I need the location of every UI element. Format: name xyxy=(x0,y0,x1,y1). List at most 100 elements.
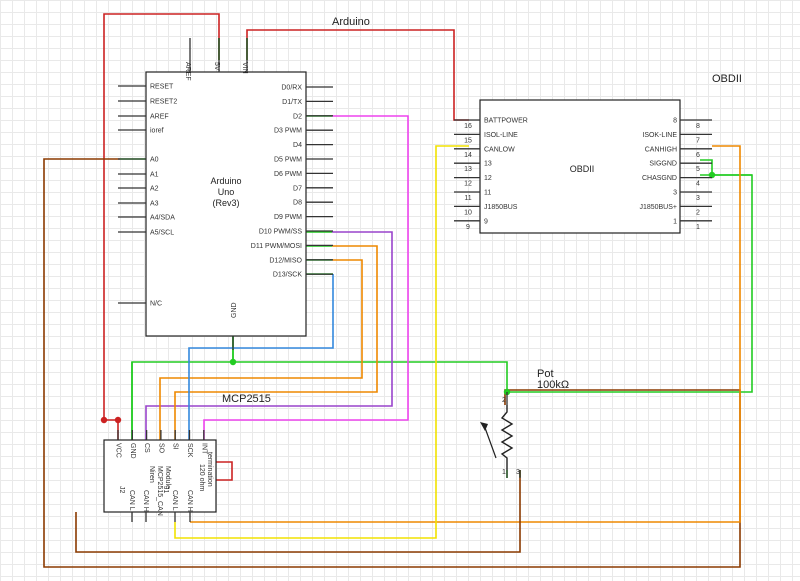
wire-d2-int[interactable] xyxy=(203,115,409,440)
arduino-left-pin-label: A3 xyxy=(150,201,159,208)
arduino-right-pin-label: D11 PWM/MOSI xyxy=(251,243,302,250)
arduino-right-pin-label: D13/SCK xyxy=(273,272,303,279)
pot-title: Pot xyxy=(537,368,554,380)
obd-left-pin-number: 13 xyxy=(464,166,472,173)
junction-dot xyxy=(708,171,716,179)
mcp-body-2: MCP2515_CAN xyxy=(156,466,163,516)
obd-left-pin-number: 14 xyxy=(464,152,472,159)
arduino-right-pin-label: D2 xyxy=(293,113,302,120)
arduino-left-pin-label: A5/SCL xyxy=(150,230,174,237)
wire-canl-canlow[interactable] xyxy=(174,145,469,539)
obd-component[interactable]: 16BATTPOWER15ISOL-LINE14CANLOW1313121211… xyxy=(454,99,712,234)
arduino-right-pin-label: D5 PWM xyxy=(274,157,302,164)
arduino-component[interactable]: RESETRESET2AREFiorefA0A1A2A3A4/SDAA5/SCL… xyxy=(118,38,333,350)
mcp-term-2: termination xyxy=(206,452,213,487)
wire-d12-so[interactable] xyxy=(159,259,363,440)
obd-right-pin-label: SIGGND xyxy=(649,161,677,168)
arduino-right-pin-label: D9 PWM xyxy=(274,214,302,221)
obd-right-pin-number: 3 xyxy=(696,195,700,202)
arduino-title: Arduino xyxy=(332,16,370,28)
arduino-left-pin-label: RESET xyxy=(150,84,174,91)
mcp-bottom-j2: J2 xyxy=(118,486,125,494)
wire-siggnd-chasgnd[interactable] xyxy=(700,159,713,176)
wire-gnd[interactable] xyxy=(131,336,234,440)
obd-right-pin-number: 1 xyxy=(696,224,700,231)
obd-left-pin-number: 16 xyxy=(464,123,472,130)
arduino-left-pin-label: AREF xyxy=(150,114,169,121)
obd-left-pin-number: 9 xyxy=(466,224,470,231)
arduino-right-pin-label: D3 PWM xyxy=(274,128,302,135)
arduino-right-pin-label: D1/TX xyxy=(282,99,302,106)
mcp-title: MCP2515 xyxy=(222,393,271,405)
arduino-right-pin-label: D0/RX xyxy=(281,85,302,92)
arduino-top-pin-5v: 5V xyxy=(213,62,220,71)
wire-d10-cs[interactable] xyxy=(145,231,393,440)
arduino-right-pin-label: D7 xyxy=(293,185,302,192)
wire-5v[interactable] xyxy=(103,13,220,440)
arduino-name-1: Arduino xyxy=(210,176,241,186)
pot-pin-top: 2 xyxy=(502,397,506,404)
mcp-top-pin-label: SCK xyxy=(186,443,193,458)
wire-d11-si[interactable] xyxy=(174,245,378,440)
obd-right-pin-label: 8 xyxy=(673,118,677,125)
obd-right-pin-number: 6 xyxy=(696,152,700,159)
arduino-right-pin-label: D10 PWM/SS xyxy=(259,229,303,236)
arduino-name-2: Uno xyxy=(218,187,235,197)
obd-right-pin-number: 7 xyxy=(696,137,700,144)
pot-pin-left: 1 xyxy=(502,469,506,476)
obd-left-pin-label: 11 xyxy=(484,190,491,197)
obd-left-pin-number: 11 xyxy=(464,195,471,202)
arduino-right-pin-label: D12/MISO xyxy=(269,257,302,264)
obd-right-pin-label: 3 xyxy=(673,190,677,197)
wire-termination-jumper[interactable] xyxy=(210,461,233,481)
mcp-body-3: Module xyxy=(164,466,171,489)
obd-left-pin-label: 13 xyxy=(484,161,492,168)
arduino-left-pin-label: A2 xyxy=(150,186,159,193)
obd-left-pin-label: 9 xyxy=(484,218,488,225)
arduino-left-pin-label: A4/SDA xyxy=(150,215,175,222)
mcp-top-pin-label: INT xyxy=(200,443,207,455)
arduino-top-pin-vin: VIN xyxy=(241,62,248,74)
mcp-bottom-canh: CAN H xyxy=(142,490,149,512)
arduino-left-pin-label: A1 xyxy=(150,172,159,179)
wire-pot-bottom[interactable] xyxy=(75,470,521,553)
mcp-top-pin-label: CS xyxy=(143,443,150,453)
junction-dot xyxy=(114,416,122,424)
obd-left-pin-number: 15 xyxy=(464,137,472,144)
arduino-left-pin-label: N/C xyxy=(150,301,162,308)
obd-right-pin-label: 1 xyxy=(673,218,677,225)
obd-right-pin-label: ISOK-LINE xyxy=(642,132,677,139)
obd-right-pin-label: J1850BUS+ xyxy=(639,204,677,211)
wire-canh-canhigh[interactable] xyxy=(190,145,741,523)
junction-dot xyxy=(229,358,237,366)
obd-right-pins: 887ISOK-LINE6CANHIGH5SIGGND4CHASGND332J1… xyxy=(639,118,712,231)
arduino-right-pin-label: D8 xyxy=(293,200,302,207)
obd-left-pin-label: CANLOW xyxy=(484,146,515,153)
obd-left-pin-label: 12 xyxy=(484,175,492,182)
mcp-body-1: Niren xyxy=(148,466,155,483)
obd-left-pin-label: ISOL-LINE xyxy=(484,132,518,139)
potentiometer-component[interactable]: 2 1 3 xyxy=(480,392,521,478)
obd-right-pin-number: 5 xyxy=(696,166,700,173)
obd-left-pin-label: BATTPOWER xyxy=(484,118,528,125)
obd-right-pin-label: CHASGND xyxy=(642,175,677,182)
mcp-bottom-j1: J1 xyxy=(162,486,169,494)
arduino-name-3: (Rev3) xyxy=(212,198,239,208)
mcp-bottom-canh2: CAN H xyxy=(186,490,193,512)
mcp-bottom-canl: CAN L xyxy=(128,490,135,511)
obd-left-pin-number: 10 xyxy=(464,209,472,216)
obd-left-pin-label: J1850BUS xyxy=(484,204,518,211)
obd-right-pin-label: CANHIGH xyxy=(645,146,677,153)
arduino-top-pin-aref: AREF xyxy=(184,62,191,81)
obd-name: OBDII xyxy=(570,164,595,174)
arduino-left-pin-label: RESET2 xyxy=(150,99,177,106)
obd-right-pin-number: 2 xyxy=(696,209,700,216)
mcp-top-pin-label: GND xyxy=(129,443,136,459)
arduino-bottom-pin-gnd: GND xyxy=(231,302,238,318)
wire-d13-sck[interactable] xyxy=(188,274,334,440)
mcp-top-pin-label: VCC xyxy=(115,443,122,458)
